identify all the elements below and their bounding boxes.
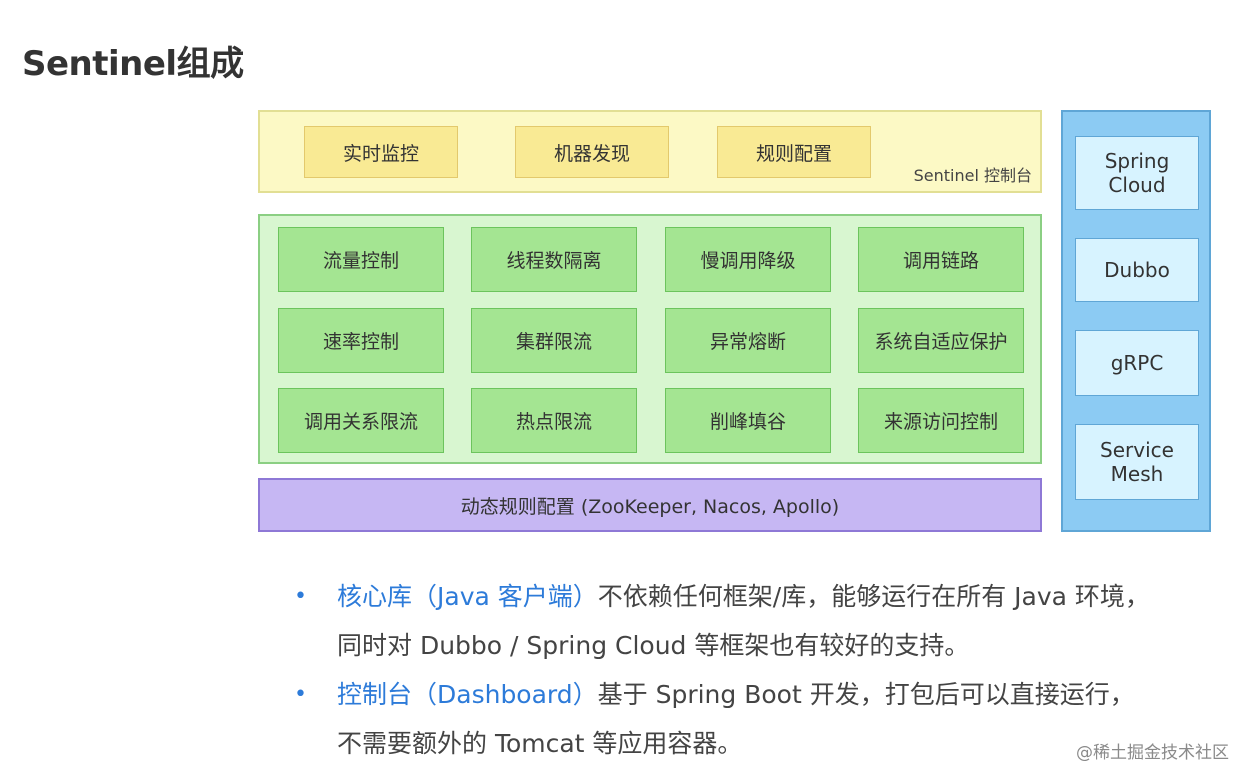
adapter-grpc: gRPC — [1075, 330, 1199, 396]
watermark: @稀土掘金技术社区 — [1076, 743, 1229, 763]
core-cell: 线程数隔离 — [471, 227, 637, 292]
adapter-dubbo: Dubbo — [1075, 238, 1199, 302]
bullet-core-line2: 同时对 Dubbo / Spring Cloud 等框架也有较好的支持。 — [337, 631, 970, 660]
core-cell: 流量控制 — [278, 227, 444, 292]
bullet-dot: • — [294, 682, 307, 707]
console-item-monitor: 实时监控 — [304, 126, 458, 178]
core-cell: 速率控制 — [278, 308, 444, 373]
bullet-dashboard-line2: 不需要额外的 Tomcat 等应用容器。 — [337, 729, 743, 758]
core-library-panel: 流量控制 线程数隔离 慢调用降级 调用链路 速率控制 集群限流 异常熔断 系统自… — [258, 214, 1042, 464]
core-cell: 热点限流 — [471, 388, 637, 453]
console-item-rules: 规则配置 — [717, 126, 871, 178]
bullet-core-text: 不依赖任何框架/库，能够运行在所有 Java 环境， — [597, 582, 1150, 611]
bullet-core-highlight: 核心库（Java 客户端） — [337, 582, 598, 611]
bullet-dashboard-line1: 控制台（Dashboard）基于 Spring Boot 开发，打包后可以直接运… — [337, 680, 1135, 710]
bullet-dashboard-highlight: 控制台（Dashboard） — [337, 680, 598, 709]
adapter-service-mesh: Service Mesh — [1075, 424, 1199, 500]
adapters-panel: Spring Cloud Dubbo gRPC Service Mesh — [1061, 110, 1211, 532]
bullet-dot: • — [294, 584, 307, 609]
bullet-core-line1: 核心库（Java 客户端）不依赖任何框架/库，能够运行在所有 Java 环境， — [337, 582, 1150, 612]
core-cell: 来源访问控制 — [858, 388, 1024, 453]
page-title: Sentinel组成 — [22, 44, 244, 84]
core-cell: 削峰填谷 — [665, 388, 831, 453]
console-item-discovery: 机器发现 — [515, 126, 669, 178]
console-label: Sentinel 控制台 — [913, 166, 1032, 185]
dynamic-rules-bar: 动态规则配置 (ZooKeeper, Nacos, Apollo) — [258, 478, 1042, 532]
adapter-spring-cloud: Spring Cloud — [1075, 136, 1199, 210]
core-cell: 集群限流 — [471, 308, 637, 373]
core-cell: 调用链路 — [858, 227, 1024, 292]
bullet-dashboard-text: 基于 Spring Boot 开发，打包后可以直接运行， — [597, 680, 1135, 709]
core-cell: 异常熔断 — [665, 308, 831, 373]
core-cell: 系统自适应保护 — [858, 308, 1024, 373]
core-cell: 慢调用降级 — [665, 227, 831, 292]
core-cell: 调用关系限流 — [278, 388, 444, 453]
sentinel-console-panel: 实时监控 机器发现 规则配置 Sentinel 控制台 — [258, 110, 1042, 193]
